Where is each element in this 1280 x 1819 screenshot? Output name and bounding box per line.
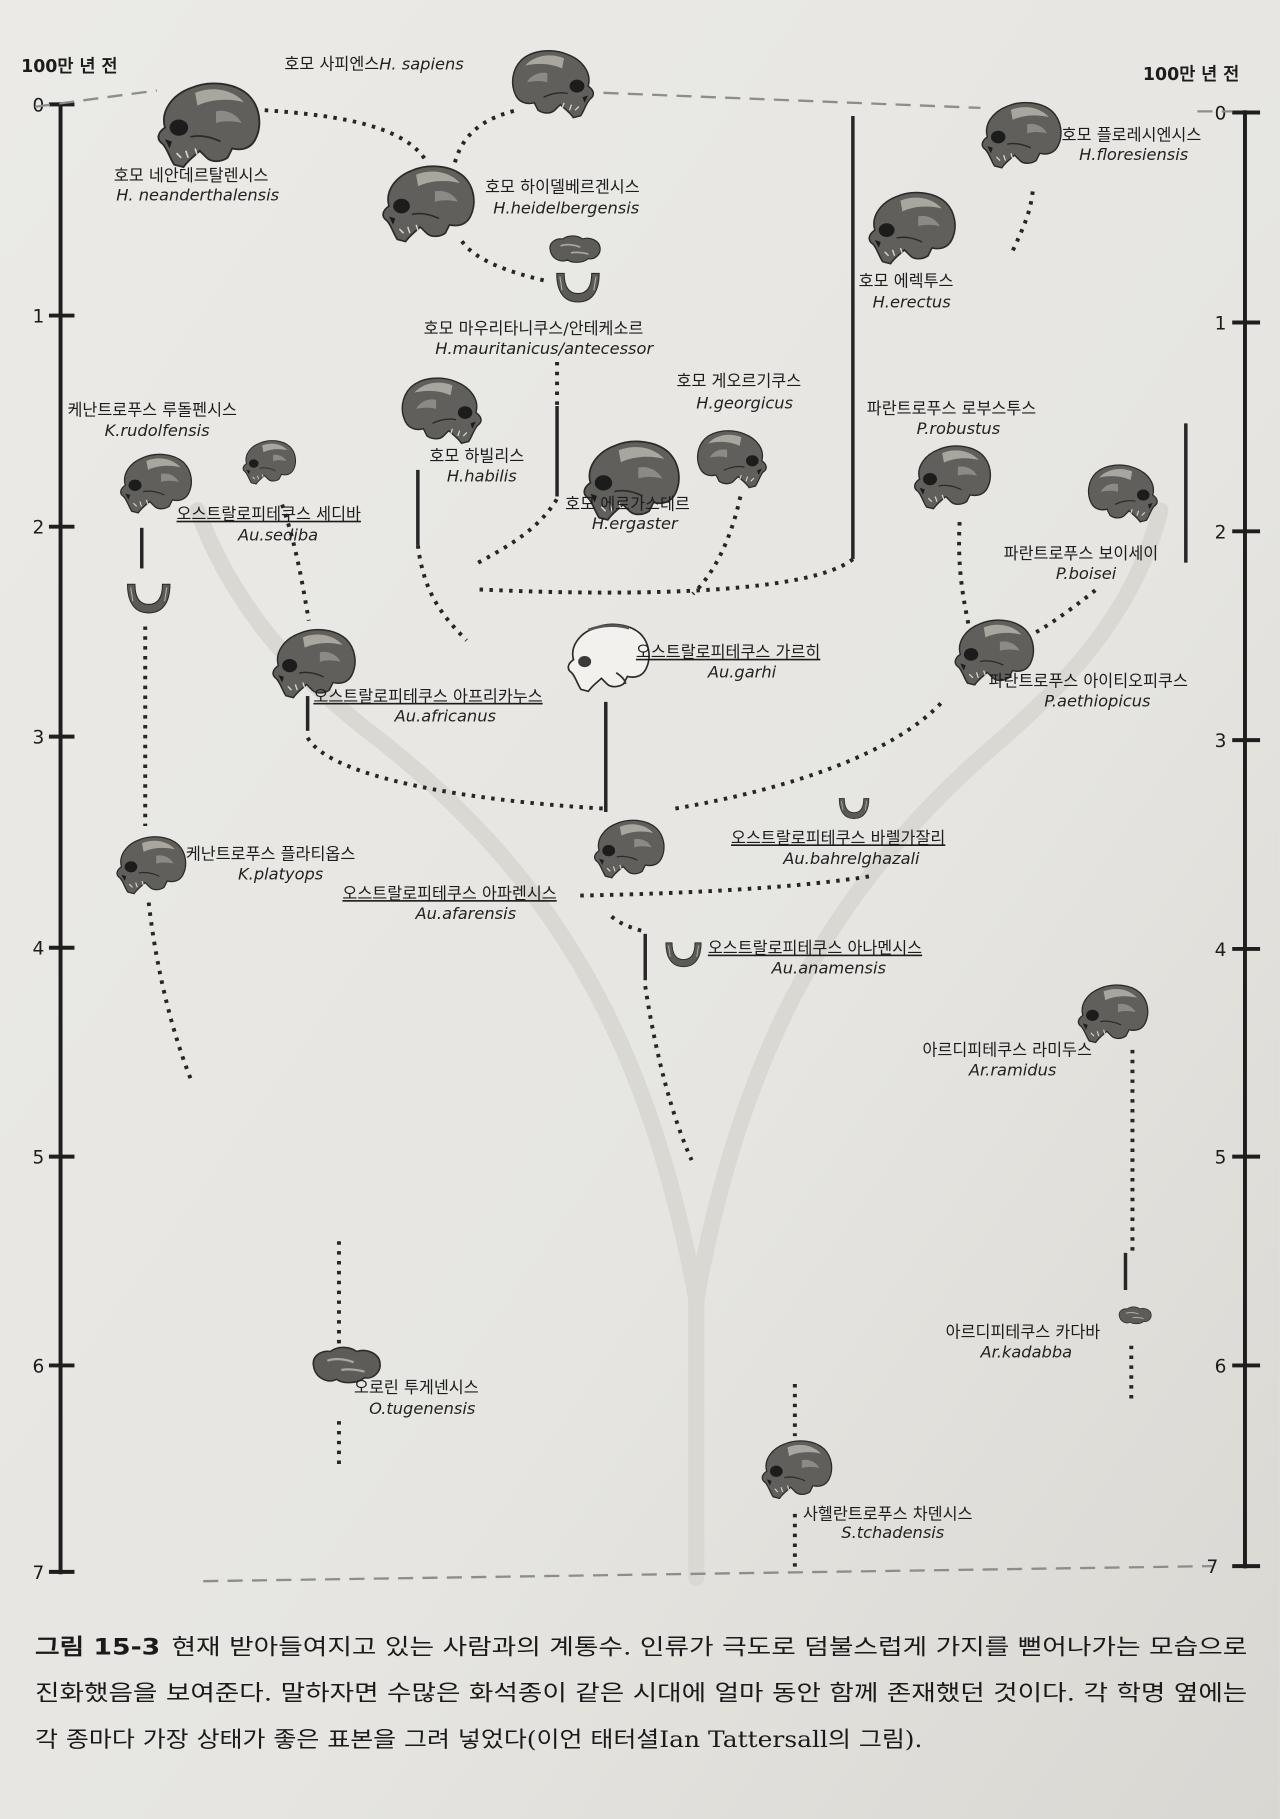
k-platyops-latin-name: K.platyops [238, 864, 324, 883]
k-platyops-korean-name: 케난트로푸스 플라티옵스 [186, 845, 356, 864]
ar-kadabba-latin-name: Ar.kadabba [979, 1342, 1072, 1361]
left-tick-label: 3 [32, 728, 44, 749]
h-mauritanicus-korean-name: 호모 마우리타니쿠스/안테케소르 [424, 319, 644, 338]
h-georgicus-korean-name: 호모 게오르기쿠스 [677, 371, 802, 390]
lineage-africanus-link [305, 736, 604, 811]
right-tick-label: 5 [1215, 1148, 1227, 1169]
lineage-ergaster-link [477, 497, 559, 565]
lineage-platyops-link [146, 902, 194, 1082]
h-georgicus-latin-name: H.georgicus [696, 393, 793, 412]
au-afarensis-latin-name: Au.afarensis [415, 904, 517, 923]
lineage-sediba-link [280, 503, 311, 621]
label-h-sapiens: 호모 사피엔스H. sapiens [284, 55, 464, 74]
left-tick-label: 5 [32, 1148, 44, 1169]
h-heidelbergensis-latin-name: H.heidelbergensis [493, 198, 639, 217]
ar-kadabba-korean-name: 아르디피테쿠스 카다바 [946, 1323, 1101, 1342]
h-sapiens-korean-name: 호모 사피엔스 [284, 55, 379, 74]
caption-line-3: 각 종마다 가장 상태가 좋은 표본을 그려 넣었다(이언 태터셜Ian Tat… [35, 1728, 922, 1753]
au-africanus-latin-name: Au.africanus [394, 707, 497, 726]
left-tick-label: 4 [32, 939, 44, 960]
au-anamensis-korean-name: 오스트랄로피테쿠스 아나멘시스 [708, 939, 922, 958]
s-tchadensis-korean-name: 사헬란트로푸스 차덴시스 [803, 1505, 973, 1524]
time-boundary-lines [34, 89, 1233, 1583]
k-rudolfensis-latin-name: K.rudolfensis [105, 421, 210, 440]
right-tick-label: 7 [1206, 1557, 1218, 1578]
h-erectus-latin-name: H.erectus [873, 292, 952, 311]
h-sapiens-latin-name: H. sapiens [379, 55, 464, 74]
h-mauritanicus-fragment [549, 235, 601, 264]
right-tick-label: 0 [1215, 103, 1227, 124]
au-bahrelghazali-korean-name: 오스트랄로피테쿠스 바렐가잘리 [731, 828, 945, 847]
caption-text-1: 현재 받아들여지고 있는 사람과의 계통수. 인류가 극도로 덤불스럽게 가지를… [171, 1635, 1247, 1660]
species-labels: 호모 사피엔스H. sapiens 호모 네안데르탈렌시스 H. neander… [68, 55, 1202, 1543]
left-axis-title: 100만 년 전 [21, 57, 117, 77]
lineage-anamensis-link [610, 914, 645, 934]
right-tick-label: 2 [1215, 522, 1227, 543]
lineage-georgicus-link [691, 496, 743, 596]
h-floresiensis-latin-name: H.floresiensis [1079, 145, 1189, 164]
h-floresiensis-korean-name: 호모 플로레시엔시스 [1062, 125, 1202, 144]
caption-line-1: 그림 15-3 현재 받아들여지고 있는 사람과의 계통수. 인류가 극도로 덤불… [35, 1635, 1247, 1660]
lineage-sapiens-link [453, 108, 517, 163]
present-line [603, 91, 981, 110]
au-afarensis-korean-name: 오스트랄로피테쿠스 아파렌시스 [342, 884, 556, 903]
p-aethiopicus-korean-name: 파란트로푸스 아이티오피쿠스 [989, 672, 1188, 691]
ar-kadabba-bone [1117, 1305, 1153, 1326]
left-tick-label: 6 [32, 1356, 44, 1377]
au-sediba-korean-name: 오스트랄로피테쿠스 세디바 [177, 505, 361, 524]
left-tick-label: 7 [32, 1563, 44, 1584]
au-garhi-latin-name: Au.garhi [707, 662, 777, 681]
time-axis-right: 100만 년 전 0 1 2 3 4 5 6 7 [1143, 65, 1261, 1578]
p-robustus-korean-name: 파란트로푸스 로부스투스 [867, 399, 1037, 418]
lineage-lines [140, 108, 1188, 1572]
au-sediba-latin-name: Au.sediba [237, 526, 318, 545]
left-tick-label: 2 [32, 518, 44, 539]
h-mauritanicus-latin-name: H.mauritanicus/antecessor [435, 339, 654, 358]
right-tick-label: 4 [1215, 940, 1227, 961]
right-tick-label: 6 [1215, 1356, 1227, 1377]
page-bleed-through [189, 502, 1169, 1586]
right-tick-label: 1 [1215, 313, 1227, 334]
ar-ramidus-korean-name: 아르디피테쿠스 라미두스 [922, 1041, 1092, 1060]
h-erectus-korean-name: 호모 에렉투스 [859, 272, 954, 291]
lineage-mauritanicus-link [460, 240, 546, 283]
s-tchadensis-latin-name: S.tchadensis [841, 1523, 945, 1542]
au-anamensis-latin-name: Au.anamensis [771, 958, 887, 977]
lineage-anamensis-link [643, 985, 694, 1161]
right-axis-title: 100만 년 전 [1143, 65, 1239, 85]
seven-million-line [203, 1564, 1213, 1583]
o-tugenensis-latin-name: O.tugenensis [369, 1399, 476, 1418]
p-robustus-latin-name: P.robustus [917, 419, 1001, 438]
p-boisei-korean-name: 파란트로푸스 보이세이 [1004, 544, 1159, 563]
h-habilis-korean-name: 호모 하빌리스 [429, 447, 524, 466]
au-bahrelghazali-latin-name: Au.bahrelghazali [782, 849, 920, 868]
h-habilis-latin-name: H.habilis [447, 466, 517, 485]
au-africanus-korean-name: 오스트랄로피테쿠스 아프리카누스 [313, 687, 542, 706]
present-line [34, 89, 157, 108]
p-aethiopicus-latin-name: P.aethiopicus [1044, 691, 1151, 710]
h-ergaster-latin-name: H.ergaster [592, 514, 679, 533]
p-boisei-latin-name: P.boisei [1056, 564, 1117, 583]
figure-caption: 그림 15-3 현재 받아들여지고 있는 사람과의 계통수. 인류가 극도로 덤불… [35, 1635, 1247, 1753]
lineage-floresiensis-link [1010, 191, 1035, 254]
ar-ramidus-latin-name: Ar.ramidus [968, 1060, 1057, 1079]
left-tick-label: 1 [32, 307, 44, 328]
h-neanderthalensis-korean-name: 호모 네안데르탈렌시스 [114, 166, 269, 185]
au-garhi-korean-name: 오스트랄로피테쿠스 가르히 [636, 643, 820, 662]
o-tugenensis-korean-name: 오로린 투게넨시스 [354, 1378, 479, 1397]
h-ergaster-korean-name: 호모 에르가스테르 [565, 494, 690, 513]
caption-figure-number: 그림 15-3 [35, 1635, 160, 1660]
h-heidelbergensis-korean-name: 호모 하이델베르겐시스 [485, 178, 640, 197]
caption-line-2: 진화했음을 보여준다. 말하자면 수많은 화석종이 같은 시대에 얼마 동안 함… [35, 1682, 1247, 1707]
k-rudolfensis-korean-name: 케난트로푸스 루돌펜시스 [68, 400, 238, 419]
h-neanderthalensis-latin-name: H. neanderthalensis [116, 186, 279, 205]
right-tick-label: 3 [1215, 731, 1227, 752]
